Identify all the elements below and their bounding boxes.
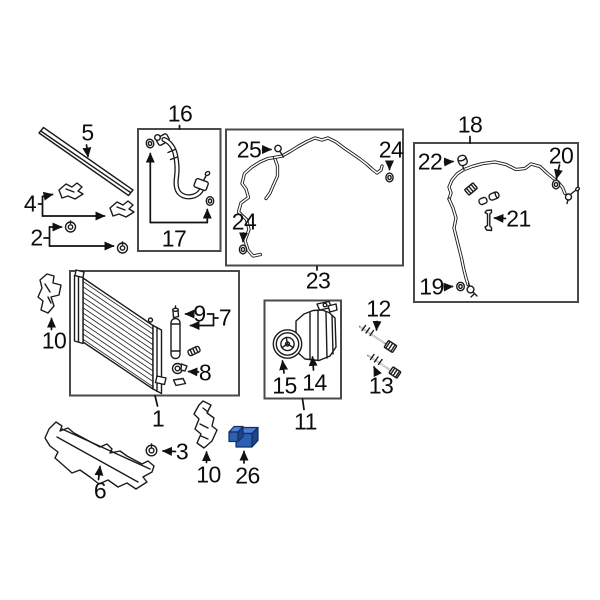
callout-1[interactable]: 1: [151, 405, 165, 432]
callout-13[interactable]: 13: [368, 372, 394, 399]
callout-9-7-bracket: [206, 313, 219, 327]
part-3-grommet: [145, 443, 158, 457]
callout-2[interactable]: 2: [30, 224, 43, 251]
callout-25[interactable]: 25: [236, 136, 262, 163]
callout-14[interactable]: 14: [302, 369, 327, 396]
callout-10-left[interactable]: 10: [41, 327, 67, 353]
callout-12[interactable]: 12: [366, 295, 391, 322]
part-22-cap: [457, 154, 468, 167]
callout-16[interactable]: 16: [167, 100, 193, 126]
part-7-receiver-drier: [170, 305, 201, 360]
callout-10-right[interactable]: 10: [196, 461, 221, 487]
leader-arrows: [37, 144, 563, 481]
box-18: [413, 142, 579, 303]
callout-7[interactable]: 7: [218, 304, 232, 331]
callout-21[interactable]: 21: [506, 205, 531, 231]
part-8-clamp: [171, 362, 188, 387]
callout-18[interactable]: 18: [457, 111, 483, 138]
part-26-highlighted-valve[interactable]: [228, 425, 259, 448]
part-18-small-clamps: [464, 182, 500, 206]
part-10-baffle-right: [193, 400, 218, 449]
callout-11[interactable]: 11: [294, 408, 317, 434]
callout-6[interactable]: 6: [93, 477, 107, 504]
callout-24-left[interactable]: 24: [231, 208, 257, 234]
callout-17[interactable]: 17: [161, 225, 187, 251]
callout-17-bracket: [145, 152, 212, 224]
callout-15[interactable]: 15: [272, 372, 297, 398]
callout-4[interactable]: 4: [23, 190, 37, 217]
part-20-oring: [551, 179, 561, 190]
box-23: [225, 128, 404, 267]
part-11-compressor: [272, 300, 338, 362]
part-12-bolt: [358, 324, 398, 353]
part-10-bracket-left: [37, 273, 62, 314]
part-18-tube: [447, 160, 581, 298]
callout-26[interactable]: 26: [235, 462, 260, 489]
callout-22[interactable]: 22: [417, 148, 443, 175]
part-5-seal-strip: [38, 126, 134, 197]
part-1-condenser: [73, 269, 167, 395]
part-17-suction-hose: [145, 133, 215, 206]
callout-8[interactable]: 8: [198, 359, 212, 385]
callout-24-right[interactable]: 24: [378, 136, 404, 162]
part-13-bolt: [367, 353, 402, 379]
part-6-deflector: [44, 421, 155, 490]
part-21-bracket: [484, 209, 493, 232]
callout-9[interactable]: 9: [193, 300, 206, 327]
callout-5[interactable]: 5: [81, 119, 94, 146]
callout-23[interactable]: 23: [305, 267, 331, 294]
box-label-ticks: [154, 124, 471, 411]
callout-20[interactable]: 20: [548, 142, 574, 168]
part-24-orings: [238, 172, 394, 255]
callout-3[interactable]: 3: [175, 438, 189, 465]
part-19-oring: [456, 281, 466, 292]
part-2-grommets: [64, 220, 129, 254]
part-4-clips: [58, 182, 135, 218]
callout-19[interactable]: 19: [419, 273, 444, 300]
